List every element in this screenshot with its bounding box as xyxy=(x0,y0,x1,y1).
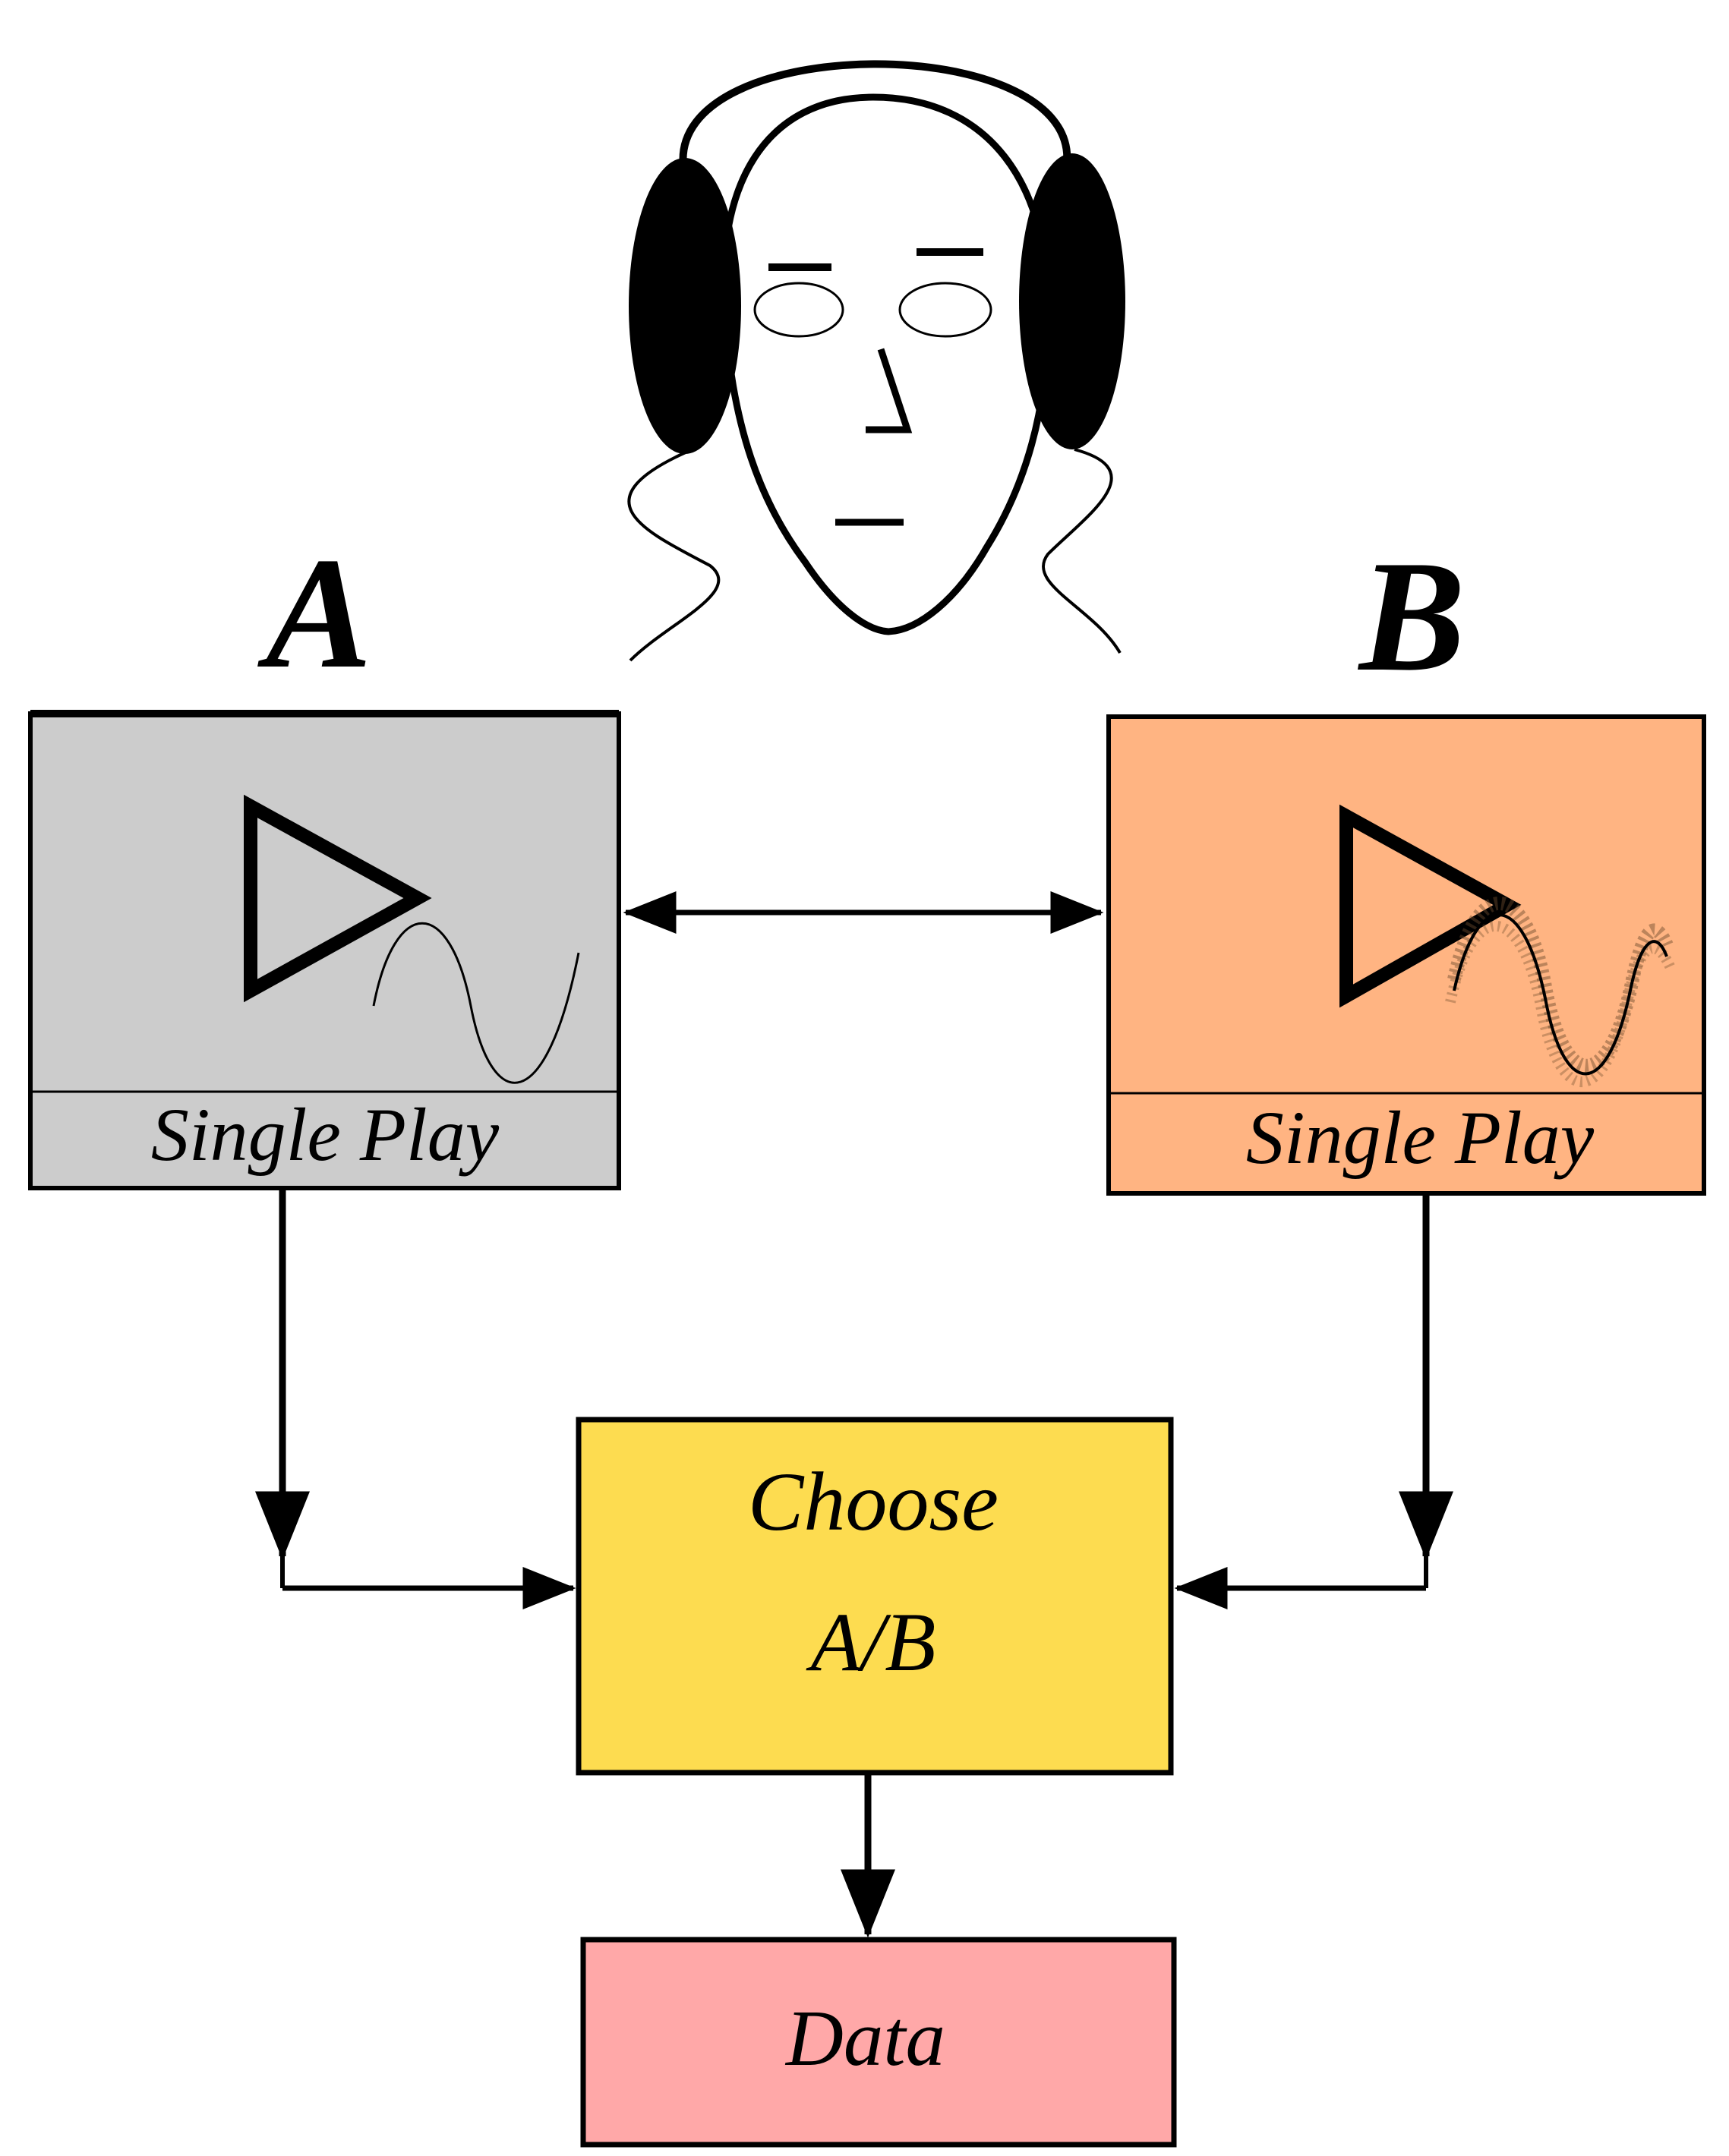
choose-box: Choose A/B xyxy=(576,1417,1174,1776)
clean-sine-wave xyxy=(1453,913,1668,1076)
play-triangle-icon xyxy=(1339,804,1522,1008)
data-box: Data xyxy=(580,1937,1177,2148)
data-label: Data xyxy=(784,1994,945,2082)
left-eye xyxy=(753,282,844,338)
nose xyxy=(866,348,913,433)
right-earcup xyxy=(1019,153,1125,449)
panel-a: Single Play xyxy=(28,710,621,1190)
play-triangle-icon xyxy=(244,794,432,1003)
sine-wave-icon xyxy=(372,922,580,1084)
right-cable xyxy=(1042,448,1122,654)
connector-b-to-choose xyxy=(1174,1196,1453,1609)
panel-a-title: A xyxy=(257,525,372,701)
noisy-sine-wave-icon xyxy=(1445,896,1676,1088)
panel-b-title: B xyxy=(1358,528,1466,704)
connector-a-to-choose xyxy=(255,1190,576,1609)
single-play-button-a[interactable]: Single Play xyxy=(151,1092,500,1177)
left-earcup xyxy=(629,158,741,454)
noise-band-upper xyxy=(1447,896,1674,1073)
data-box-rect xyxy=(580,1937,1177,2148)
choose-ab-label: A/B xyxy=(806,1596,936,1688)
single-play-button-b[interactable]: Single Play xyxy=(1246,1095,1595,1180)
left-cable xyxy=(627,450,721,662)
choose-label: Choose xyxy=(748,1455,999,1548)
headband xyxy=(679,60,1071,168)
listener-with-headphones-icon xyxy=(627,60,1125,662)
right-eye xyxy=(898,282,992,338)
panel-b: Single Play xyxy=(1106,714,1706,1196)
choose-box-rect xyxy=(576,1417,1174,1776)
